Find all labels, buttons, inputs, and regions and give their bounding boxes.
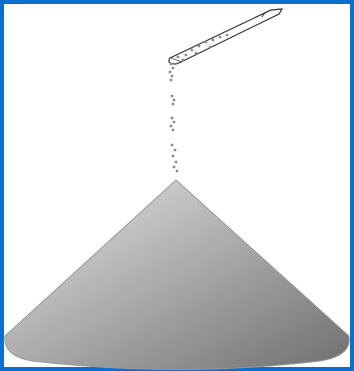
grain-icon (198, 45, 201, 48)
grain-icon (191, 49, 194, 52)
grain-icon (172, 67, 175, 70)
grain-icon (171, 117, 174, 120)
grain-icon (170, 63, 173, 66)
grain-icon (173, 99, 176, 102)
grain-icon (169, 71, 172, 74)
grain-icon (195, 52, 198, 55)
grain-icon (219, 36, 222, 39)
grain-icon (171, 144, 174, 147)
grain-icon (172, 103, 175, 106)
grain-icon (182, 59, 185, 62)
grain-icon (212, 39, 215, 42)
grain-icon (226, 34, 229, 37)
grain-icon (174, 149, 177, 152)
grain-icon (176, 170, 179, 173)
grain-icon (172, 129, 175, 132)
grain-icon (185, 54, 188, 57)
grain-icon (171, 95, 174, 98)
grain-icon (205, 41, 208, 44)
grain-icon (170, 125, 173, 128)
grain-icon (172, 155, 175, 158)
grain-icon (209, 46, 212, 49)
grain-icon (170, 79, 173, 82)
grain-icon (171, 75, 174, 78)
grain-icon (173, 166, 176, 169)
grain-icon (175, 161, 178, 164)
grain-icon (173, 121, 176, 124)
grain-icon (177, 56, 180, 59)
pile-icon (5, 180, 349, 370)
